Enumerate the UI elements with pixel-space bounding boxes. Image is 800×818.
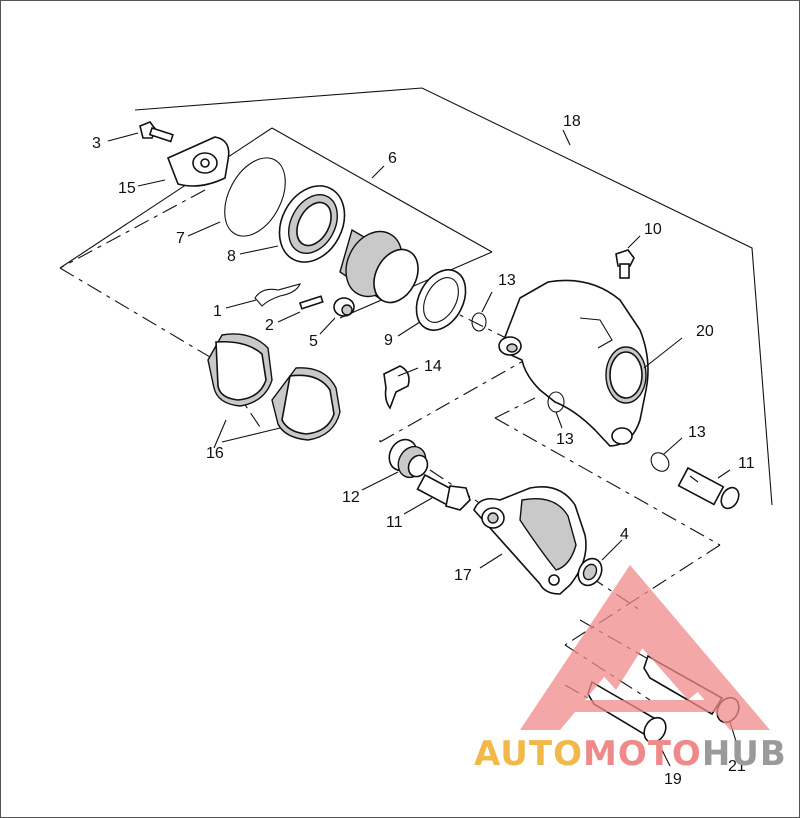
watermark-text-hub: HUB — [701, 734, 787, 774]
watermark-brand-text: AUTOMOTOHUB — [474, 734, 787, 774]
callout-16: 16 — [206, 445, 224, 462]
spring-clip-14 — [383, 365, 410, 410]
assembly-bracket-6 — [59, 127, 493, 269]
callout-11-left: 11 — [386, 514, 403, 531]
callout-19: 19 — [664, 771, 682, 788]
callout-2: 2 — [265, 317, 274, 334]
callout-6: 6 — [388, 150, 397, 167]
bleeder-cover-15 — [166, 136, 230, 187]
o-ring-13-upper — [471, 312, 487, 332]
clip-1 — [254, 283, 301, 307]
bolt-3 — [139, 121, 174, 143]
callout-9: 9 — [384, 332, 393, 349]
callout-13-upper: 13 — [498, 272, 516, 289]
washer-4 — [577, 557, 603, 587]
caliper-body-20 — [498, 279, 649, 447]
retaining-ring-7 — [224, 157, 286, 237]
callout-4: 4 — [620, 526, 629, 543]
callout-11-right: 11 — [738, 455, 755, 472]
slide-pin-11-left — [416, 473, 471, 511]
o-ring-13-right — [650, 452, 670, 472]
callout-13-right: 13 — [688, 424, 706, 441]
callout-7: 7 — [176, 230, 185, 247]
pin-2 — [298, 295, 324, 310]
watermark-triangle-logo — [520, 565, 770, 730]
bleeder-screw-10 — [615, 249, 635, 279]
callout-18: 18 — [563, 113, 581, 130]
watermark-text-moto: MOTO — [582, 734, 702, 774]
callout-14: 14 — [424, 358, 442, 375]
callout-12: 12 — [342, 489, 360, 506]
leader-lines — [107, 132, 741, 767]
brake-pad-16-left — [207, 333, 273, 407]
slide-pin-11-right — [677, 466, 740, 510]
callout-15: 15 — [118, 180, 136, 197]
bracket-17 — [473, 486, 587, 595]
dust-boot-8 — [278, 185, 346, 263]
callout-10: 10 — [644, 221, 662, 238]
assembly-bracket-18 — [134, 87, 773, 506]
piston — [339, 228, 419, 304]
callout-20: 20 — [696, 323, 714, 340]
watermark-text-auto: AUTO — [474, 734, 583, 774]
callout-labels: 18 3 15 6 7 8 1 2 5 9 13 10 20 14 16 13 … — [92, 113, 755, 788]
callout-5: 5 — [309, 333, 318, 350]
callout-3: 3 — [92, 135, 101, 152]
callout-13-middle: 13 — [556, 431, 574, 448]
callout-17: 17 — [454, 567, 472, 584]
callout-1: 1 — [213, 303, 222, 320]
piston-seal-9 — [415, 269, 467, 331]
callout-8: 8 — [227, 248, 236, 265]
callout-21: 21 — [728, 758, 746, 775]
bushing-5 — [333, 297, 355, 317]
brake-pad-16-right — [271, 367, 341, 441]
boot-12 — [388, 438, 429, 479]
